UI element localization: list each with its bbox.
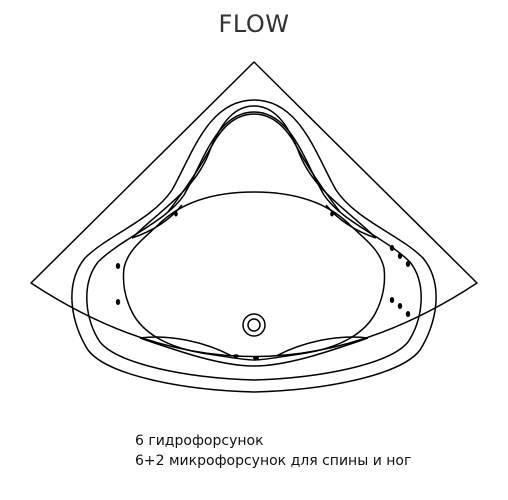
hydro-jet (389, 245, 395, 251)
hydro-jet (405, 311, 411, 317)
model-title: FLOW (218, 10, 290, 38)
hydro-jet (405, 261, 411, 267)
hydro-jet (389, 297, 395, 303)
specification-notes: 6 гидрофорсунок 6+2 микрофорсунок для сп… (135, 431, 411, 471)
basin-floor (122, 191, 386, 361)
left-armrest (131, 204, 183, 239)
basin-outer-outline (71, 99, 437, 393)
footrest-lip (139, 337, 369, 367)
hydro-jet (397, 303, 403, 309)
tub-outer-rim (30, 61, 478, 358)
hydro-jet (115, 299, 121, 305)
headrest-inner (167, 113, 341, 213)
footrest-left (139, 336, 233, 357)
drain (242, 313, 266, 337)
hydro-jet (397, 253, 403, 259)
basin-inner-outline (86, 111, 422, 381)
micro-jet (174, 211, 178, 217)
micro-jet (330, 211, 334, 217)
jets-group (115, 211, 411, 360)
micro-jets-note: 6+2 микрофорсунок для спины и ног (135, 453, 412, 469)
right-armrest (325, 204, 377, 239)
hydro-jets-note: 6 гидрофорсунок (135, 433, 264, 449)
micro-jet (233, 354, 239, 358)
footrest-right (275, 336, 369, 357)
micro-jet (253, 356, 259, 360)
hydro-jet (115, 263, 121, 269)
